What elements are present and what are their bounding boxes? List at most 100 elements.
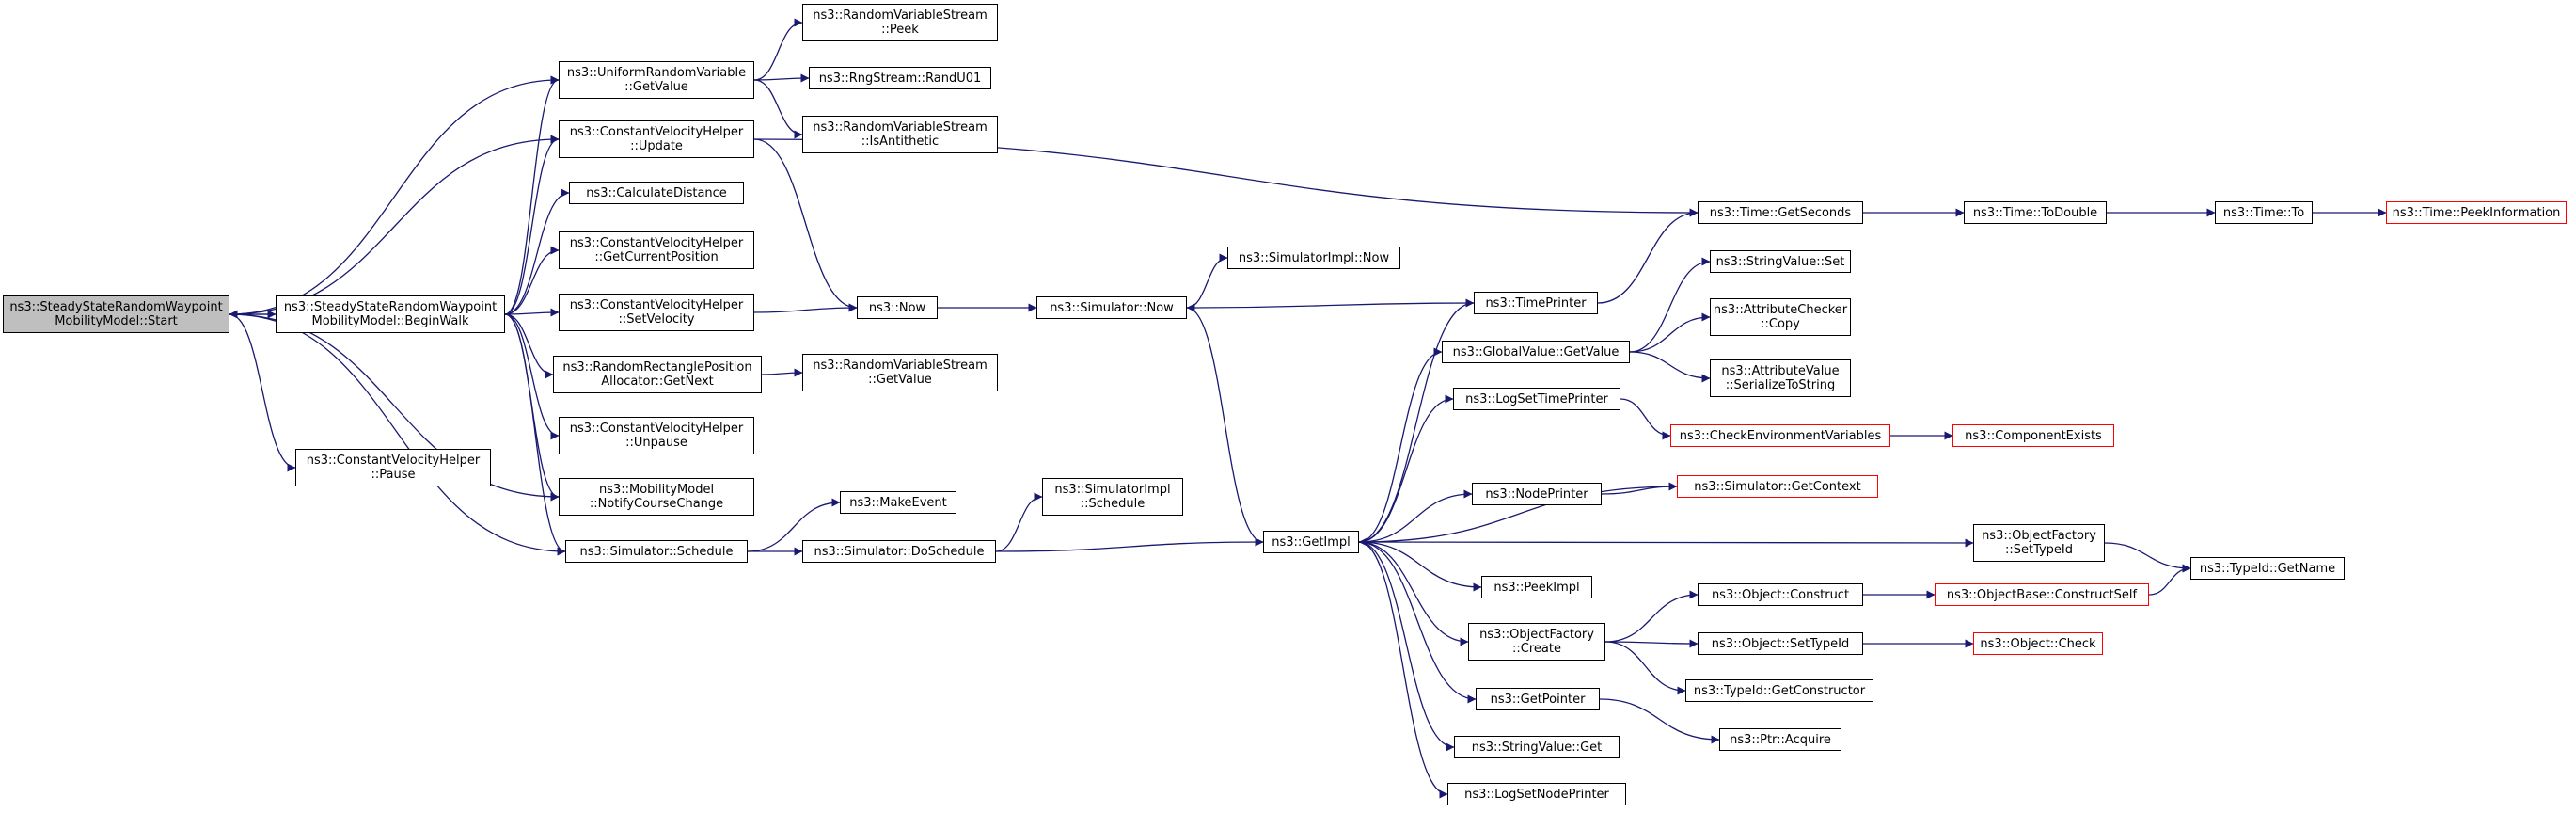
node-cvh-update[interactable]: ns3::ConstantVelocityHelper::Update <box>559 120 754 158</box>
node-label-line: ns3::NodePrinter <box>1485 486 1588 502</box>
node-pause[interactable]: ns3::ConstantVelocityHelper::Pause <box>295 449 491 486</box>
node-of-create[interactable]: ns3::ObjectFactory::Create <box>1468 623 1605 661</box>
node-getcontext[interactable]: ns3::Simulator::GetContext <box>1677 475 1878 498</box>
node-of-settypeid[interactable]: ns3::ObjectFactory::SetTypeId <box>1973 524 2105 562</box>
edge-gv-getvalue-to-sv-set <box>1629 257 1711 353</box>
node-label-line: ns3::Now <box>868 300 926 315</box>
edge-getimpl-to-nodeprinter <box>1358 489 1473 543</box>
node-label-line: ::NotifyCourseChange <box>589 497 724 511</box>
node-ptr-acquire[interactable]: ns3::Ptr::Acquire <box>1719 728 1841 751</box>
node-schedule[interactable]: ns3::Simulator::Schedule <box>565 540 748 563</box>
node-label-line: ns3::MobilityModel <box>598 483 715 497</box>
edge-getimpl-to-getpointer <box>1358 541 1477 704</box>
edge-rrpa-to-rvs-getvalue <box>761 368 803 377</box>
edge-urv-to-randu01 <box>753 73 810 83</box>
node-label-line: ns3::StringValue::Get <box>1471 740 1603 755</box>
edge-getimpl-to-logsetnode <box>1358 541 1448 799</box>
node-sv-set[interactable]: ns3::StringValue::Set <box>1710 250 1851 273</box>
node-peekimpl[interactable]: ns3::PeekImpl <box>1481 576 1592 598</box>
node-obj-settypeid[interactable]: ns3::Object::SetTypeId <box>1698 632 1863 655</box>
node-timeprinter[interactable]: ns3::TimePrinter <box>1474 292 1598 314</box>
node-label-line: ns3::SimulatorImpl::Now <box>1238 250 1390 265</box>
edge-of-create-to-getconstructor <box>1604 641 1686 695</box>
node-label-line: ns3::GetImpl <box>1272 534 1351 550</box>
node-label-line: ns3::ObjectFactory <box>1982 529 2096 543</box>
node-label-line: ns3::ComponentExists <box>1965 428 2102 443</box>
node-typeid-getname[interactable]: ns3::TypeId::GetName <box>2190 557 2345 580</box>
node-compexists[interactable]: ns3::ComponentExists <box>1952 424 2114 447</box>
node-makeevent[interactable]: ns3::MakeEvent <box>840 491 956 514</box>
node-rvs-getvalue[interactable]: ns3::RandomVariableStream::GetValue <box>802 354 998 391</box>
edge-start-to-cvh-update <box>229 135 560 315</box>
node-simimpl-sched[interactable]: ns3::SimulatorImpl::Schedule <box>1042 478 1183 516</box>
node-label-line: ns3::SteadyStateRandomWaypoint <box>283 300 498 314</box>
node-label-line: ns3::ConstantVelocityHelper <box>306 454 481 468</box>
node-checkenv[interactable]: ns3::CheckEnvironmentVariables <box>1670 424 1890 447</box>
node-av-ser[interactable]: ns3::AttributeValue::SerializeToString <box>1710 359 1851 397</box>
node-simimpl-now[interactable]: ns3::SimulatorImpl::Now <box>1227 247 1400 269</box>
edge-beginwalk-to-cvh-unpause <box>504 313 560 440</box>
node-label-line: ns3::StringValue::Set <box>1715 254 1845 269</box>
node-rvs-peek[interactable]: ns3::RandomVariableStream::Peek <box>802 4 998 41</box>
edge-getimpl-to-logsettime <box>1358 394 1454 543</box>
node-logsettime[interactable]: ns3::LogSetTimePrinter <box>1453 388 1620 410</box>
edge-cvh-setvel-to-now <box>753 303 858 313</box>
node-label-line: ::GetValue <box>868 373 932 387</box>
node-label-line: ns3::GetPointer <box>1490 692 1586 707</box>
node-calcdist[interactable]: ns3::CalculateDistance <box>569 182 744 204</box>
node-doschedule[interactable]: ns3::Simulator::DoSchedule <box>802 540 996 563</box>
node-label-line: ns3::LogSetTimePrinter <box>1465 391 1608 406</box>
edge-logsettime-to-checkenv <box>1620 398 1671 440</box>
node-notify[interactable]: ns3::MobilityModel::NotifyCourseChange <box>559 478 754 516</box>
node-label-line: ns3::Time::GetSeconds <box>1709 205 1852 220</box>
node-obj-construct[interactable]: ns3::Object::Construct <box>1698 583 1863 606</box>
node-time-to[interactable]: ns3::Time::To <box>2215 201 2313 224</box>
node-cvh-setvel[interactable]: ns3::ConstantVelocityHelper::SetVelocity <box>559 294 754 331</box>
edge-getimpl-to-timeprinter <box>1358 298 1475 543</box>
node-nodeprinter[interactable]: ns3::NodePrinter <box>1472 483 1602 505</box>
node-label-line: ns3::RngStream::RandU01 <box>818 71 982 86</box>
edge-urv-to-rvs-anti <box>753 79 803 139</box>
node-todouble[interactable]: ns3::Time::ToDouble <box>1964 201 2107 224</box>
node-label-line: ns3::ConstantVelocityHelper <box>569 236 744 250</box>
node-getconstructor[interactable]: ns3::TypeId::GetConstructor <box>1685 679 1873 702</box>
node-getpointer[interactable]: ns3::GetPointer <box>1476 688 1600 710</box>
node-ob-constructself[interactable]: ns3::ObjectBase::ConstructSelf <box>1935 583 2149 606</box>
edge-getimpl-to-of-create <box>1358 541 1469 646</box>
node-label-line: ns3::Object::Check <box>1980 636 2096 651</box>
node-label-line: ns3::ConstantVelocityHelper <box>569 422 744 436</box>
node-label-line: ns3::Ptr::Acquire <box>1730 732 1831 747</box>
edge-sim-now-to-simimpl-now <box>1186 253 1228 309</box>
node-peekinfo[interactable]: ns3::Time::PeekInformation <box>2386 201 2567 224</box>
node-getimpl[interactable]: ns3::GetImpl <box>1263 531 1359 553</box>
node-getseconds[interactable]: ns3::Time::GetSeconds <box>1698 201 1863 224</box>
node-ac-copy[interactable]: ns3::AttributeChecker::Copy <box>1710 298 1851 336</box>
node-label-line: ::Schedule <box>1080 497 1146 511</box>
node-label-line: ::GetValue <box>624 80 688 94</box>
node-rvs-anti[interactable]: ns3::RandomVariableStream::IsAntithetic <box>802 116 998 153</box>
edge-beginwalk-to-cvh-update <box>504 135 560 315</box>
node-obj-check[interactable]: ns3::Object::Check <box>1973 632 2103 655</box>
node-cvh-getpos[interactable]: ns3::ConstantVelocityHelper::GetCurrentP… <box>559 231 754 269</box>
node-now[interactable]: ns3::Now <box>857 296 938 319</box>
node-label-line: ns3::RandomVariableStream <box>813 359 988 373</box>
node-label-line: ns3::PeekImpl <box>1493 580 1580 595</box>
node-sv-get[interactable]: ns3::StringValue::Get <box>1454 736 1620 758</box>
node-sim-now[interactable]: ns3::Simulator::Now <box>1036 296 1187 319</box>
node-gv-getvalue[interactable]: ns3::GlobalValue::GetValue <box>1442 341 1630 363</box>
node-label-line: ns3::AttributeChecker <box>1713 303 1848 317</box>
node-label-line: ns3::TypeId::GetConstructor <box>1693 683 1866 698</box>
edge-sim-now-to-getimpl <box>1186 307 1264 547</box>
edge-doschedule-to-simimpl-sched <box>995 492 1043 552</box>
edge-schedule-to-makeevent <box>747 498 841 552</box>
node-urv[interactable]: ns3::UniformRandomVariable::GetValue <box>559 61 754 99</box>
node-randu01[interactable]: ns3::RngStream::RandU01 <box>809 67 991 89</box>
node-cvh-unpause[interactable]: ns3::ConstantVelocityHelper::Unpause <box>559 417 754 454</box>
node-label-line: ns3::Simulator::Now <box>1050 300 1174 315</box>
node-label-line: ::IsAntithetic <box>861 135 940 149</box>
edge-gv-getvalue-to-av-ser <box>1629 351 1711 383</box>
node-logsetnode[interactable]: ns3::LogSetNodePrinter <box>1447 783 1626 805</box>
